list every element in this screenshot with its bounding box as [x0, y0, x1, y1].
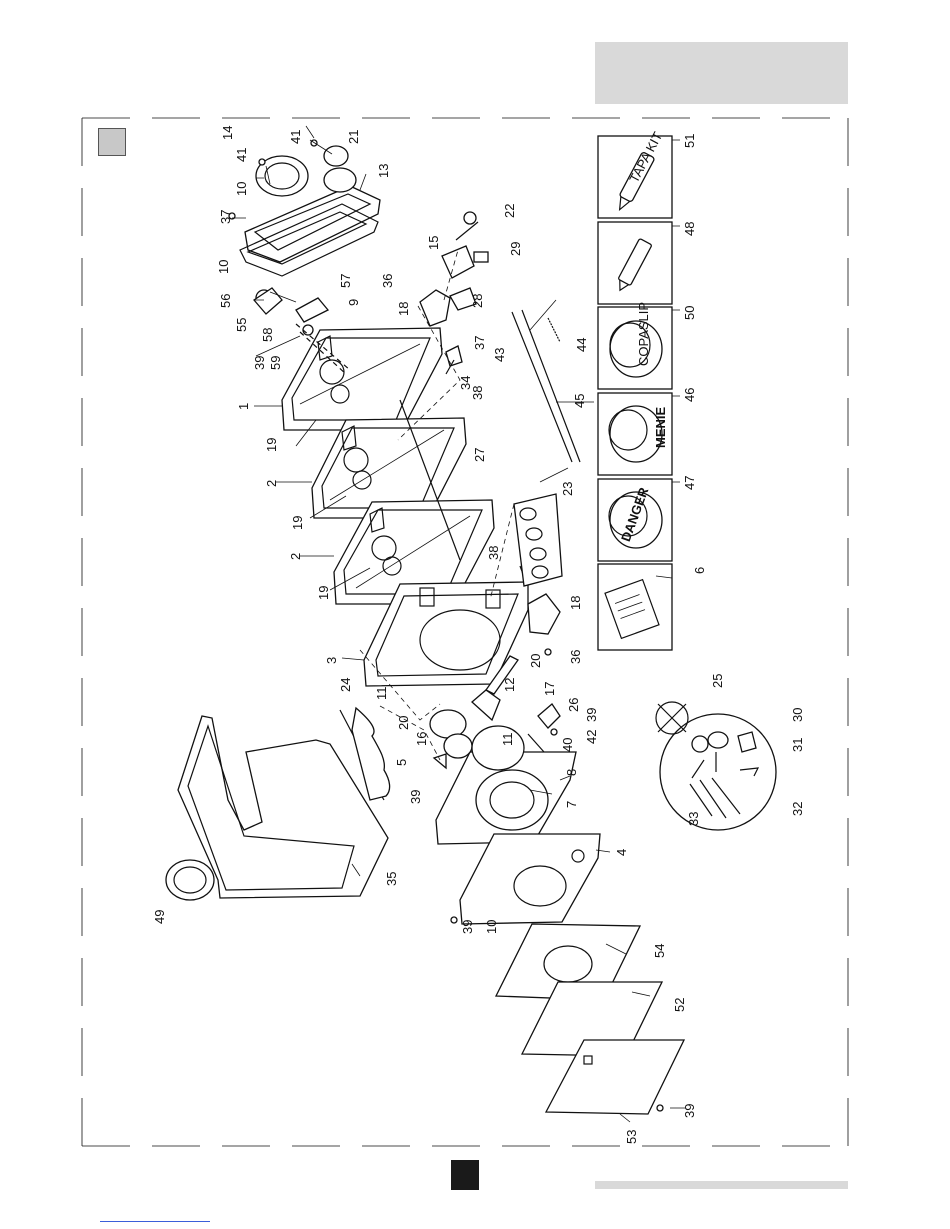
- label-46: 46: [682, 388, 697, 402]
- label-59: 59: [268, 356, 283, 370]
- label-23: 23: [560, 482, 575, 496]
- label-40: 40: [560, 738, 575, 752]
- label-37a: 37: [218, 210, 233, 224]
- label-50: 50: [682, 306, 697, 320]
- label-54: 54: [652, 944, 667, 958]
- label-26: 26: [566, 698, 581, 712]
- label-49: 49: [152, 910, 167, 924]
- label-4: 4: [614, 849, 629, 856]
- label-28: 28: [470, 294, 485, 308]
- label-3: 3: [324, 657, 339, 664]
- label-36a: 36: [380, 274, 395, 288]
- label-48: 48: [682, 222, 697, 236]
- label-31: 31: [790, 738, 805, 752]
- label-5: 5: [394, 759, 409, 766]
- label-41b: 41: [288, 130, 303, 144]
- label-29: 29: [508, 242, 523, 256]
- menie-text: MENIE: [653, 407, 668, 449]
- label-22: 22: [502, 204, 517, 218]
- label-39c: 39: [584, 708, 599, 722]
- label-47: 47: [682, 476, 697, 490]
- label-16: 16: [414, 732, 429, 746]
- label-37b: 37: [472, 336, 487, 350]
- label-53: 53: [624, 1130, 639, 1144]
- label-19a: 19: [264, 438, 279, 452]
- label-32: 32: [790, 802, 805, 816]
- label-33: 33: [686, 812, 701, 826]
- label-42: 42: [584, 730, 599, 744]
- label-2a: 2: [264, 480, 279, 487]
- label-55: 55: [234, 318, 249, 332]
- label-27: 27: [472, 448, 487, 462]
- label-2b: 2: [288, 553, 303, 560]
- label-35: 35: [384, 872, 399, 886]
- label-25: 25: [710, 674, 725, 688]
- label-56: 56: [218, 294, 233, 308]
- label-10b: 10: [216, 260, 231, 274]
- label-10a: 10: [234, 182, 249, 196]
- electrode-detail: [656, 702, 776, 830]
- label-13: 13: [376, 164, 391, 178]
- label-9: 9: [346, 299, 361, 306]
- product-boxes: TAPA KIT COPASLIP MENIE DANGER: [598, 129, 672, 650]
- label-51: 51: [682, 134, 697, 148]
- label-39b: 39: [408, 790, 423, 804]
- label-41a: 41: [234, 148, 249, 162]
- label-11b: 11: [500, 733, 515, 747]
- label-36b: 36: [568, 650, 583, 664]
- label-30: 30: [790, 708, 805, 722]
- label-18a: 18: [396, 302, 411, 316]
- label-39a: 39: [252, 356, 267, 370]
- label-8: 8: [564, 769, 579, 776]
- label-38a: 38: [470, 386, 485, 400]
- label-17: 17: [542, 682, 557, 696]
- heat-exchanger-sections: [282, 328, 494, 604]
- label-20a: 20: [528, 654, 543, 668]
- label-52: 52: [672, 998, 687, 1012]
- burner-door: [436, 752, 600, 924]
- label-6: 6: [692, 567, 707, 574]
- label-15: 15: [426, 236, 441, 250]
- label-39d: 39: [460, 920, 475, 934]
- label-18b: 18: [568, 596, 583, 610]
- label-1: 1: [236, 403, 251, 410]
- label-39e: 39: [682, 1104, 697, 1118]
- label-14: 14: [220, 126, 235, 140]
- label-19b: 19: [290, 516, 305, 530]
- label-20b: 20: [396, 716, 411, 730]
- copaslip-text: COPASLIP: [636, 302, 651, 366]
- casing-panel: [166, 708, 390, 900]
- label-11a: 11: [374, 687, 389, 701]
- label-7: 7: [564, 801, 579, 808]
- label-45: 45: [572, 394, 587, 408]
- label-10c: 10: [484, 920, 499, 934]
- label-19c: 19: [316, 586, 331, 600]
- label-43: 43: [492, 348, 507, 362]
- rear-cover-assembly: [229, 140, 380, 276]
- label-38b: 38: [486, 546, 501, 560]
- label-57: 57: [338, 274, 353, 288]
- label-58: 58: [260, 328, 275, 342]
- label-44: 44: [574, 338, 589, 352]
- label-12: 12: [502, 678, 517, 692]
- label-24: 24: [338, 678, 353, 692]
- label-21: 21: [346, 130, 361, 144]
